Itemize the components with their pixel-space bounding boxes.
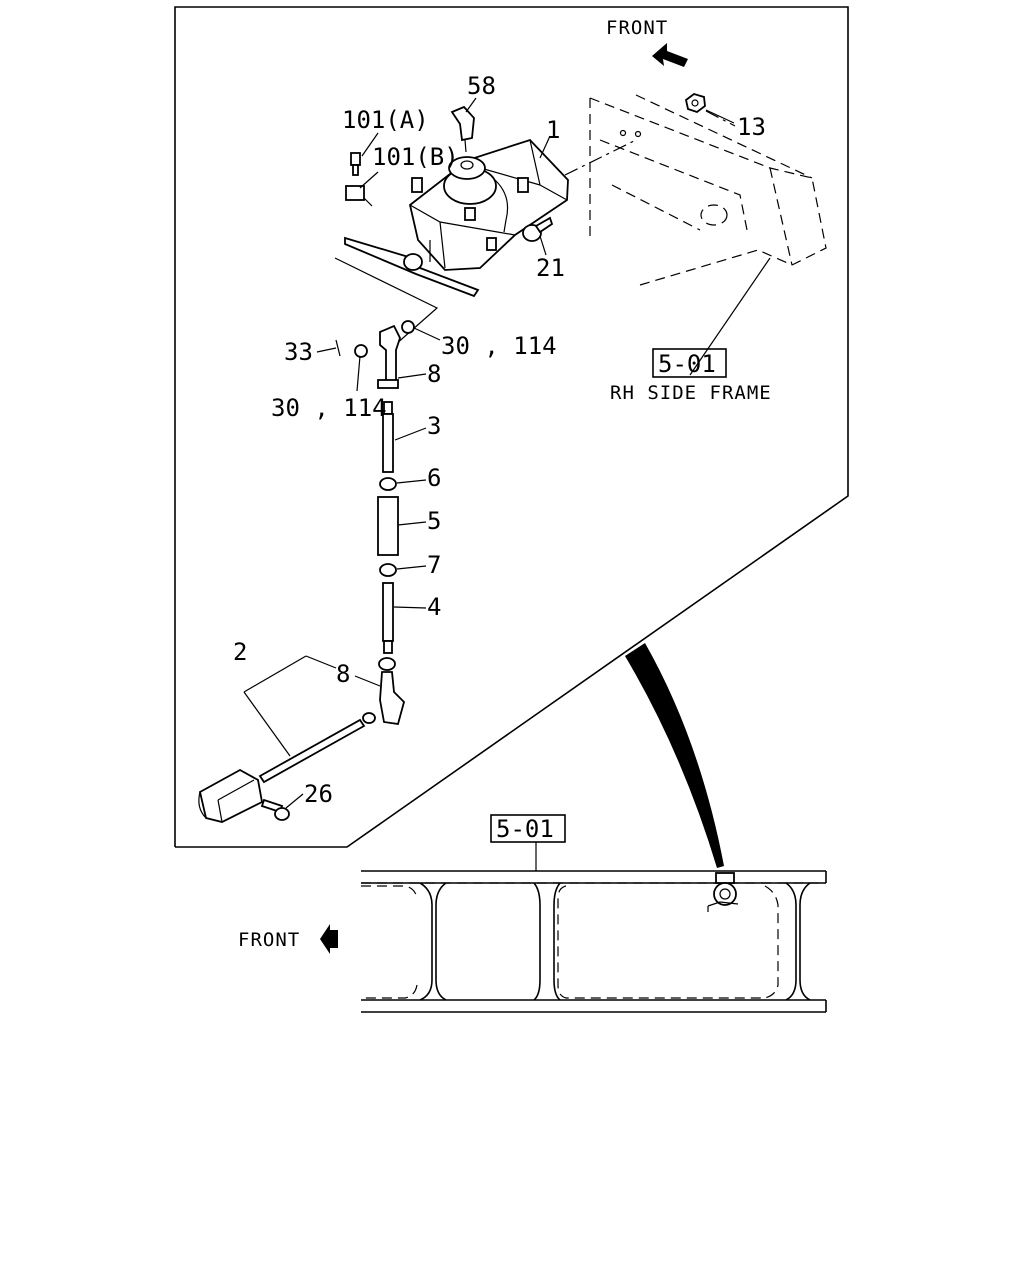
callout-13: 13 bbox=[737, 113, 766, 141]
callout-101a: 101(A) bbox=[342, 106, 429, 134]
frame-ref-box bbox=[652, 348, 727, 378]
front-label-top: FRONT bbox=[606, 17, 668, 39]
callout-58: 58 bbox=[467, 72, 496, 100]
callout-101b: 101(B) bbox=[372, 143, 459, 171]
detail-connector-wedge bbox=[625, 643, 724, 868]
part-101-fittings bbox=[345, 152, 373, 207]
crossmember-1 bbox=[419, 882, 447, 1001]
crossmember-3 bbox=[785, 882, 811, 1001]
front-arrow-top-icon bbox=[652, 43, 688, 67]
link-rod-stack bbox=[335, 320, 415, 726]
overview-ref-box bbox=[490, 814, 566, 843]
overview-ref-box-label: 5-01 bbox=[496, 815, 554, 843]
front-indicator-bottom: FRONT bbox=[238, 924, 338, 954]
part-13-nut bbox=[684, 93, 706, 114]
callout-30-114-left: 30 , 114 bbox=[271, 394, 387, 422]
part-2-lever-bracket bbox=[198, 655, 366, 823]
callout-8-lower: 8 bbox=[336, 660, 350, 688]
part-21-bolt bbox=[522, 216, 554, 242]
front-indicator-top: FRONT bbox=[606, 17, 688, 67]
part-26-bolt bbox=[260, 798, 290, 821]
part-1-valve-assembly bbox=[344, 138, 569, 298]
crossmember-2 bbox=[533, 882, 561, 1001]
valve-location-marker bbox=[707, 872, 739, 912]
frame-ref-caption: RH SIDE FRAME bbox=[610, 382, 772, 404]
callout-33: 33 bbox=[284, 338, 313, 366]
callout-3: 3 bbox=[427, 412, 441, 440]
callout-8-upper: 8 bbox=[427, 360, 441, 388]
front-arrow-bottom-icon bbox=[320, 924, 338, 954]
callout-5: 5 bbox=[427, 507, 441, 535]
callout-21: 21 bbox=[536, 254, 565, 282]
detail-view-border bbox=[174, 6, 849, 848]
leader-lines bbox=[285, 97, 771, 809]
rh-side-frame-drawing bbox=[564, 94, 827, 286]
chassis-overview: 5-01 bbox=[238, 814, 827, 1013]
frame-reference: 5-01 RH SIDE FRAME bbox=[610, 348, 772, 404]
front-label-bottom: FRONT bbox=[238, 929, 300, 951]
callout-4: 4 bbox=[427, 593, 441, 621]
callout-1: 1 bbox=[546, 116, 560, 144]
callout-26: 26 bbox=[304, 780, 333, 808]
callout-7: 7 bbox=[427, 551, 441, 579]
frame-ref-box-label: 5-01 bbox=[658, 350, 716, 378]
callout-30-114-right: 30 , 114 bbox=[441, 332, 557, 360]
detail-view: FRONT bbox=[174, 6, 849, 848]
part-58-elbow-fitting bbox=[450, 105, 475, 153]
callout-6: 6 bbox=[427, 464, 441, 492]
callout-labels: 58 1 13 101(A) 101(B) 21 30 , 114 33 8 3… bbox=[233, 72, 766, 808]
callout-2: 2 bbox=[233, 638, 247, 666]
